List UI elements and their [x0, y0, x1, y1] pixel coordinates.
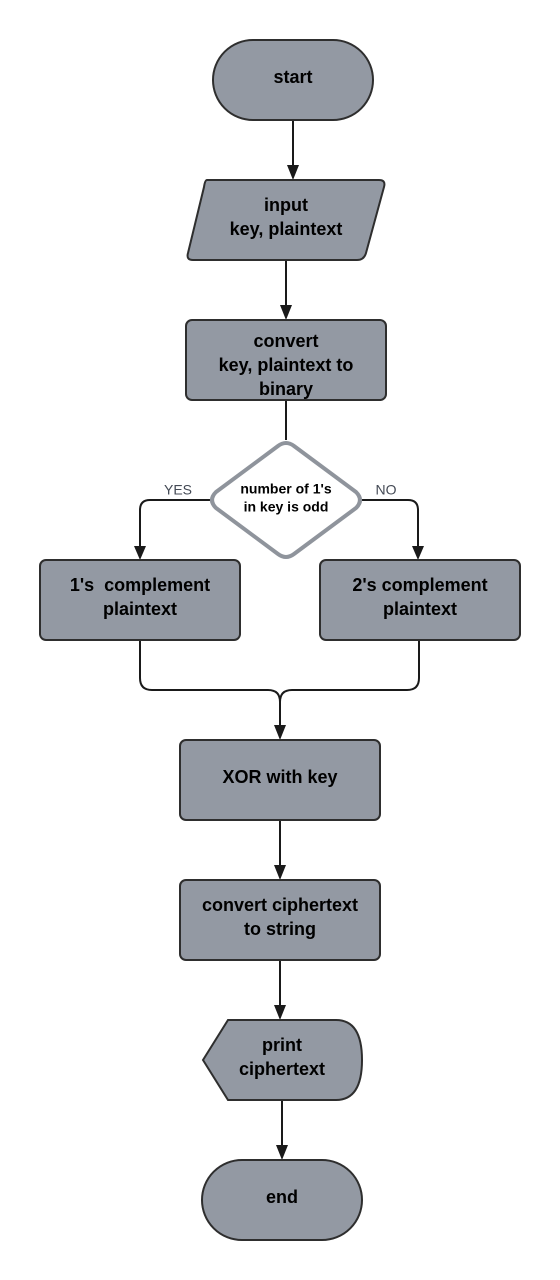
terminator-shape: [201, 1159, 363, 1241]
display-shape: [201, 1019, 364, 1101]
node-start-label: start: [273, 67, 312, 87]
node-twos-complement-line-2: plaintext: [383, 599, 457, 619]
node-print-line-2: ciphertext: [239, 1059, 325, 1079]
node-ones-complement-line-2: plaintext: [103, 599, 177, 619]
node-xor: XOR with key: [179, 739, 381, 821]
node-decision: number of 1's in key is odd: [210, 441, 362, 559]
node-xor-label: XOR with key: [222, 767, 337, 787]
process-shape: [179, 739, 381, 821]
node-print: print ciphertext: [201, 1019, 364, 1101]
node-input-line-2: key, plaintext: [230, 219, 343, 239]
node-convert-string-line-1: convert ciphertext: [202, 895, 358, 915]
node-twos-complement: 2's complement plaintext: [319, 559, 521, 641]
edge-decision-to-twos-complement: [362, 499, 424, 560]
node-twos-complement-line-1: 2's complement: [352, 575, 487, 595]
node-print-line-1: print: [262, 1035, 302, 1055]
edge-input-to-convert-binary: [280, 260, 292, 320]
node-convert-binary-line-2: key, plaintext to: [219, 355, 354, 375]
edge-decision-to-ones-complement: [134, 499, 210, 560]
edge-start-to-input: [287, 120, 299, 180]
data-shape: [186, 179, 386, 261]
edge-xor-to-convert-string: [274, 820, 286, 880]
node-convert-binary: convert key, plaintext to binary: [185, 319, 387, 401]
node-convert-binary-line-3: binary: [259, 379, 313, 399]
process-shape: [39, 559, 241, 641]
node-ones-complement-line-1: 1's complement: [70, 575, 210, 595]
process-shape: [185, 319, 387, 401]
edge-complements-merge-to-xor: [139, 640, 420, 740]
process-shape: [179, 879, 381, 961]
node-input-line-1: input: [264, 195, 308, 215]
node-end: end: [201, 1159, 363, 1241]
node-ones-complement: 1's complement plaintext: [39, 559, 241, 641]
decision-shape: [210, 441, 362, 559]
edge-print-to-end: [276, 1100, 288, 1160]
terminator-shape: [212, 39, 374, 121]
edge-label-no: NO: [376, 482, 397, 498]
node-convert-string-line-2: to string: [244, 919, 316, 939]
node-start: start: [212, 39, 374, 121]
node-end-label: end: [266, 1187, 298, 1207]
edge-convert-string-to-print: [274, 960, 286, 1020]
node-decision-line-2: in key is odd: [244, 499, 329, 515]
node-convert-binary-line-1: convert: [253, 331, 318, 351]
edges: [134, 120, 424, 1160]
edge-label-yes: YES: [164, 482, 192, 498]
process-shape: [319, 559, 521, 641]
node-input: input key, plaintext: [186, 179, 386, 261]
node-decision-line-1: number of 1's: [240, 481, 331, 497]
node-convert-string: convert ciphertext to string: [179, 879, 381, 961]
